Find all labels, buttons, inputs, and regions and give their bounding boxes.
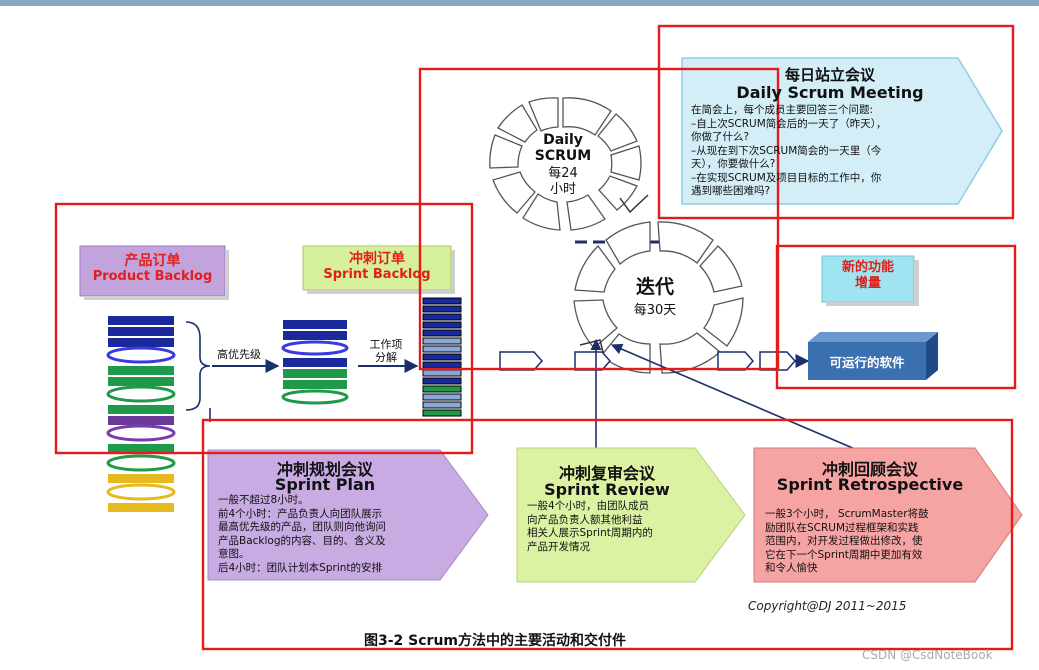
sprint-review-body: 一般4个小时，由团队成员 向产品负责人额其他利益 相关人展示Sprint周期内的…: [527, 500, 702, 554]
breakdown-line1: 工作项: [369, 338, 403, 351]
daily-cycle-arrow: [619, 194, 649, 214]
priority-label: 高优先级: [217, 348, 261, 361]
product-backlog-title-en: Product Backlog: [92, 269, 213, 284]
sprint-backlog-title-cn: 冲刺订单: [349, 251, 405, 267]
new-feature-box: [821, 255, 915, 303]
sprint-retrospective-shape: [753, 447, 1023, 583]
product-backlog-stack: [106, 316, 176, 512]
sprint-review-line: 一般4个小时，由团队成员: [527, 500, 650, 512]
sprint-backlog-title-en: Sprint Backlog: [323, 267, 431, 282]
daily-meeting-line: –在实现SCRUM及项目目标的工作中，你: [691, 171, 882, 184]
highlight-increment: [775, 244, 1017, 390]
daily-cycle-ring: [489, 97, 642, 231]
daily-cycle-line1: Daily: [543, 132, 583, 148]
sprint-retrospective-line: 和令人愉快: [765, 562, 818, 574]
copyright-text: Copyright@DJ 2011~2015: [748, 599, 907, 613]
sprint-retrospective-line: 它在下一个Sprint周期中更加有效: [765, 548, 923, 561]
daily-cycle-line2: SCRUM: [534, 148, 592, 164]
sprint-plan-title-cn: 冲刺规划会议: [276, 460, 373, 479]
daily-meeting-line: 在简会上，每个成员主要回答三个问题:: [691, 104, 874, 116]
sprint-retrospective-line: 范围内，对开发过程做出修改，使: [765, 535, 923, 547]
daily-meeting-line: 遇到哪些困难吗?: [691, 185, 771, 197]
daily-meeting-shape: [681, 57, 1003, 205]
working-software-label: 可运行的软件: [829, 355, 905, 370]
sprint-plan-line: 前4个小时：产品负责人向团队展示: [218, 507, 383, 520]
task-stack: [422, 297, 462, 417]
daily-meeting-body: 在简会上，每个成员主要回答三个问题: –自上次SCRUM简会后的一天了（昨天），…: [691, 104, 966, 199]
sprint-retrospective-title-cn: 冲刺回顾会议: [821, 460, 918, 479]
daily-meeting-line: –自上次SCRUM简会后的一天了（昨天），: [691, 117, 887, 130]
highlight-boxes: [54, 24, 1017, 651]
sprint-plan-line: 意图。: [218, 548, 250, 560]
new-feature-line1: 新的功能: [841, 260, 894, 275]
top-bar: [0, 0, 1039, 6]
product-backlog-title-cn: 产品订单: [124, 253, 181, 269]
sprint-plan-line: 一般不超过8小时。: [218, 494, 309, 506]
breakdown-label: 工作项 分解: [355, 338, 417, 364]
new-feature-line2: 增量: [854, 276, 881, 291]
retrospective-arrow: [610, 343, 863, 453]
sprint-plan-body: 一般不超过8小时。 前4个小时：产品负责人向团队展示 最高优先级的产品，团队则向…: [218, 494, 443, 575]
sprint-plan-title-en: Sprint Plan: [274, 475, 376, 494]
sprint-review-title-cn: 冲刺复审会议: [558, 464, 655, 483]
sprint-retrospective-title-en: Sprint Retrospective: [776, 475, 964, 494]
new-feature-label: 新的功能 增量: [822, 260, 914, 292]
highlight-backlogs: [54, 202, 474, 455]
daily-cycle-label: Daily SCRUM: [523, 132, 603, 164]
daily-cycle-line4: 小时: [549, 182, 576, 197]
priority-bracket: [185, 321, 211, 411]
watermark-text: CSDN @CsdNoteBook: [862, 648, 993, 662]
sprint-backlog-box: [302, 245, 452, 291]
highlight-cycle: [418, 67, 780, 371]
highlight-meetings: [201, 418, 1014, 651]
sprint-backlog-stack: [281, 320, 349, 405]
working-software-shape: [808, 332, 938, 380]
breakdown-line2: 分解: [375, 351, 397, 364]
sprint-review-title-en: Sprint Review: [544, 480, 670, 499]
sprint-retrospective-line: 一般3个小时， ScrumMaster将鼓: [765, 508, 929, 520]
sprint-review-line: 向产品负责人额其他利益: [527, 513, 643, 526]
daily-cycle-line3: 每24: [548, 166, 578, 181]
sprint-retrospective-line: 励团队在SCRUM过程框架和实践: [765, 521, 919, 534]
sprint-plan-line: 产品Backlog的内容、目的、含义及: [218, 534, 386, 547]
sprint-plan-shape: [207, 449, 489, 581]
daily-meeting-line: 你做了什么?: [691, 131, 750, 143]
iteration-sub: 每30天: [633, 303, 677, 318]
daily-meeting-line: 天），你要做什么?: [691, 158, 776, 170]
highlight-daily-meeting: [657, 24, 1015, 220]
sprint-plan-line: 最高优先级的产品，团队则向他询问: [218, 521, 386, 533]
daily-meeting-title-en: Daily Scrum Meeting: [736, 83, 924, 102]
sprint-review-line: 相关人展示Sprint周期内的: [527, 527, 653, 539]
sprint-review-shape: [516, 447, 746, 583]
daily-meeting-line: –从现在到下次SCRUM简会的一天里（今: [691, 144, 882, 157]
daily-cycle-sub: 每24 小时: [523, 166, 603, 198]
iteration-cycle-ring: [573, 221, 744, 374]
sprint-review-line: 产品开发情况: [527, 540, 590, 553]
figure-caption: 图3-2 Scrum方法中的主要活动和交付件: [364, 633, 627, 649]
product-backlog-box: [79, 245, 226, 297]
daily-meeting-title-cn: 每日站立会议: [784, 66, 875, 84]
sprint-retrospective-body: 一般3个小时， ScrumMaster将鼓 励团队在SCRUM过程框架和实践 范…: [765, 508, 985, 576]
iteration-label: 迭代: [635, 276, 674, 298]
sprint-plan-line: 后4小时：团队计划本Sprint的安排: [218, 561, 383, 574]
